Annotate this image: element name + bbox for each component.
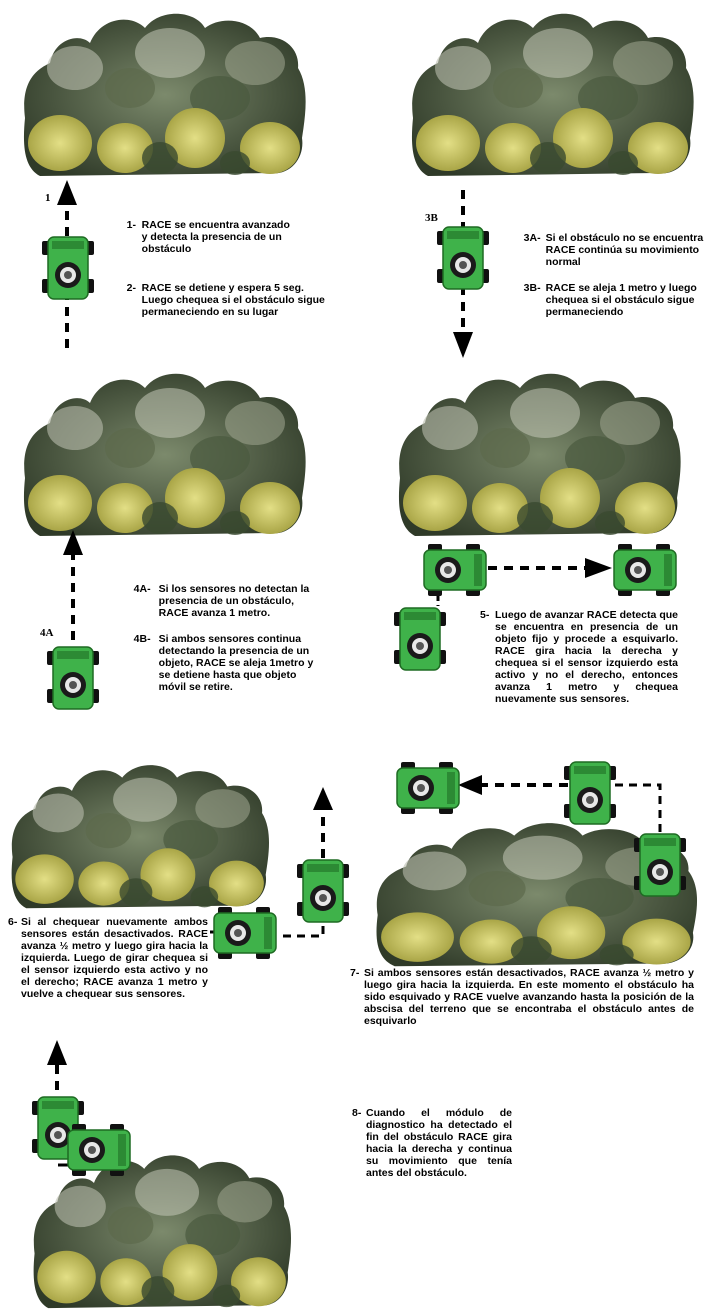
mower-robot-step8-b [66,1122,132,1178]
mower-robot-step6-b [295,858,351,924]
step-3b-text: 3B-RACE se aleja 1 metro y luego chequea… [523,282,697,318]
label-3b: 3B [425,212,438,224]
step-2-text: 2-RACE se detiene y espera 5 seg. Luego … [126,282,325,318]
step-8-text: 8-Cuando el módulo de diagnostico ha det… [352,1107,512,1179]
step-4a-text: 4A-Si los sensores no detectan la presen… [133,583,310,619]
mower-robot-step7-a [632,832,688,898]
step-6-text: 6-Si al chequear nuevamente ambos sensor… [8,916,208,1000]
mower-robot-step3b [435,225,491,291]
mower-robot-step6-a [212,905,278,961]
mower-robot-step1 [40,235,96,301]
mower-robot-step5-c [392,606,448,672]
mower-robot-step7-c [395,760,461,816]
label-4a: 4A [40,627,54,639]
step-5-text: 5-Luego de avanzar RACE detecta que se e… [480,609,678,705]
step-1-text: 1-RACE se encuentra avanzado y detecta l… [126,219,290,255]
label-1: 1 [45,192,51,204]
mower-robot-step7-b [562,760,618,826]
step-7-text: 7-Si ambos sensores están desactivados, … [350,967,694,1027]
mower-robot-step4a [45,645,101,711]
path-step7 [606,783,662,832]
step-3a-text: 3A-Si el obstáculo no se encuentra RACE … [523,232,704,268]
step-4b-text: 4B-Si ambos sensores continua detectando… [133,633,314,693]
mower-robot-step5-a [422,542,488,598]
mower-robot-step5-b [612,542,678,598]
